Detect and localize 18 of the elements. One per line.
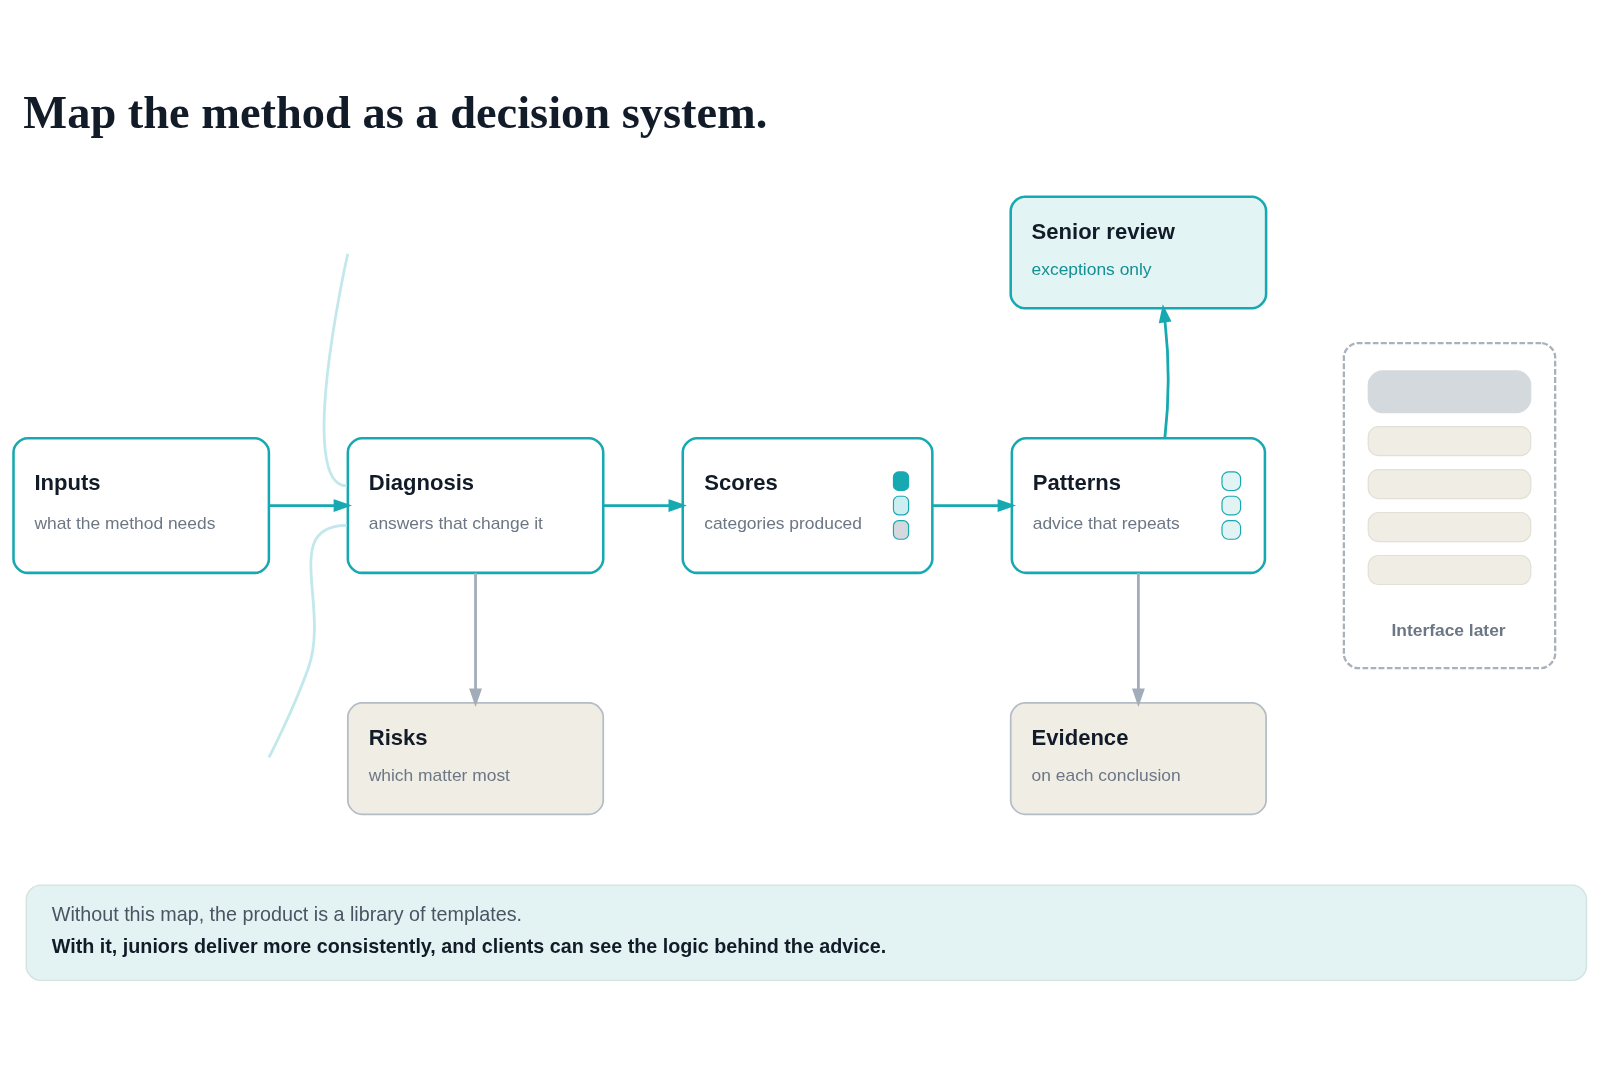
connector xyxy=(322,253,350,487)
node-box: Risks which matter most xyxy=(346,701,605,815)
arrow xyxy=(269,498,352,512)
node-box: Diagnosis answers that change it xyxy=(346,436,605,574)
node-box: Interface later xyxy=(1342,341,1557,669)
diagram-title: Map the method as a decision system. xyxy=(23,86,768,138)
arrow xyxy=(603,498,687,512)
node-box: Inputs what the method needs xyxy=(12,436,271,574)
arrow xyxy=(1131,572,1145,707)
node-box: Patterns advice that repeats xyxy=(1010,436,1267,574)
node-box: Evidence on each conclusion xyxy=(1009,701,1267,815)
arrow xyxy=(932,498,1016,512)
connector xyxy=(267,523,347,758)
node-box: Without this map, the product is a library of templates. With it, juniors deliver more consistently, and clients can see the logic behind the advice. xyxy=(25,883,1588,981)
arrow xyxy=(469,572,482,707)
node-box: Senior review exceptions only xyxy=(1009,195,1268,309)
arrow xyxy=(1158,303,1172,438)
node-box: Scores categories produced xyxy=(681,436,934,574)
